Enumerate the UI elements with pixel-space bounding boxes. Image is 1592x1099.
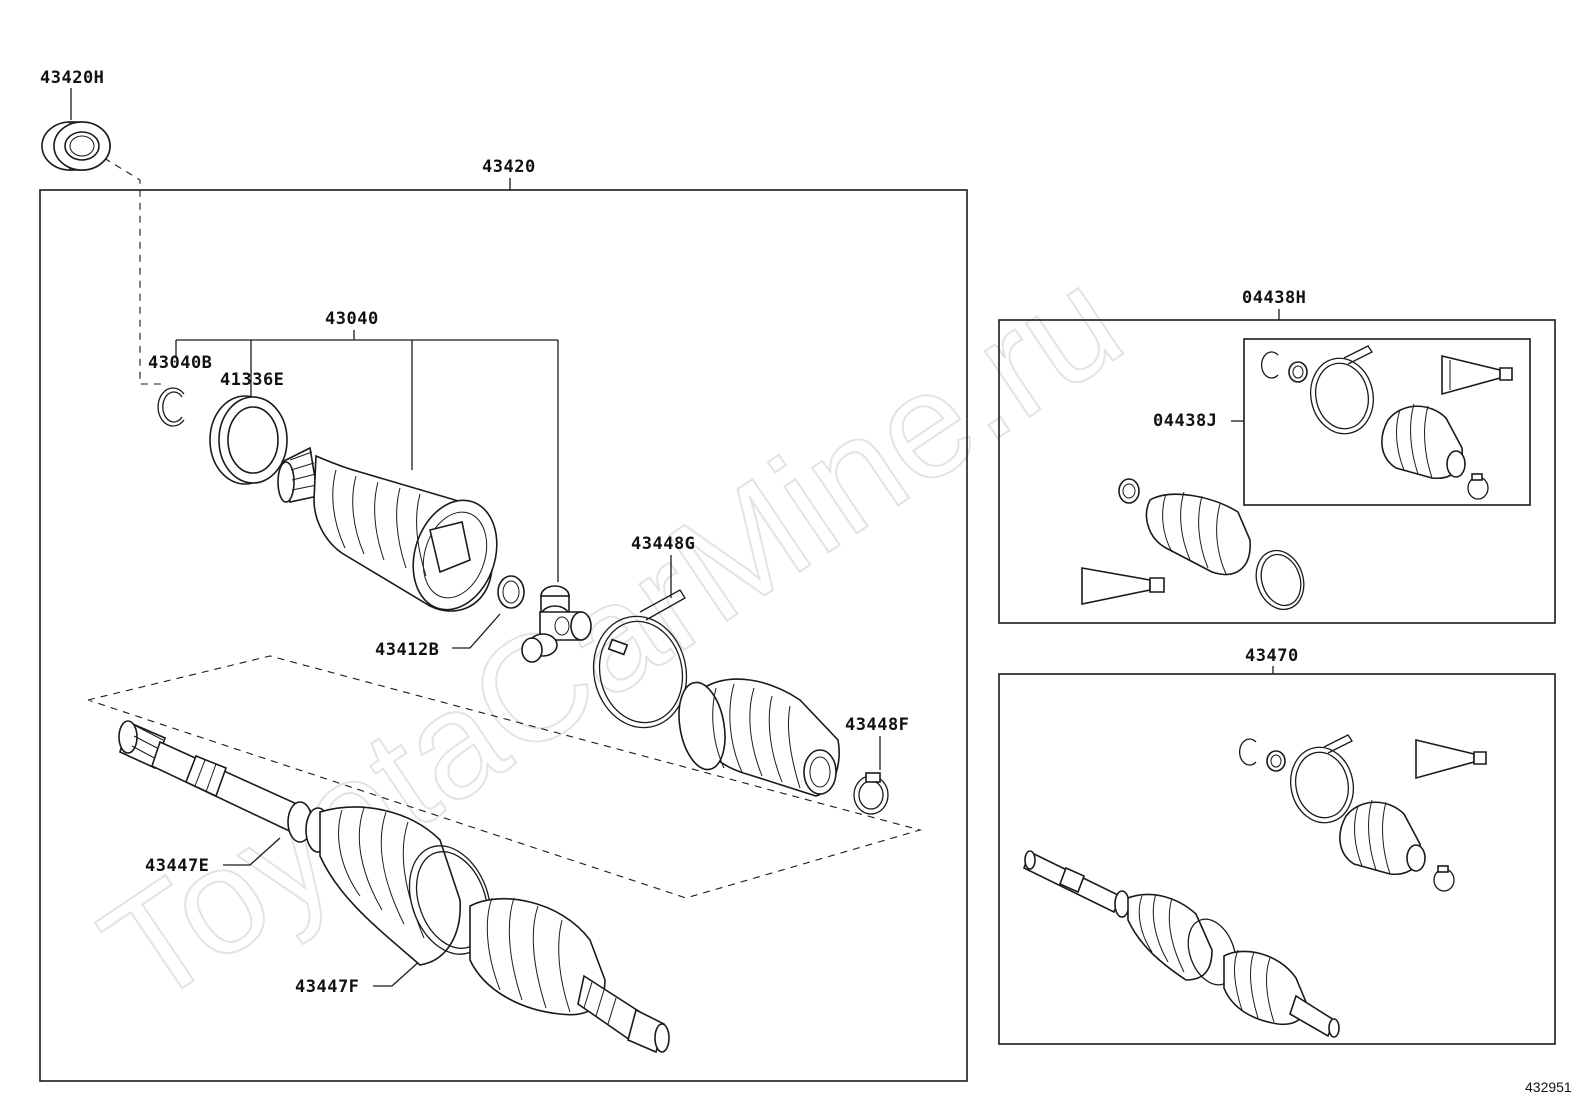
label-43040b[interactable]: 43040B (148, 353, 212, 373)
label-43420h[interactable]: 43420H (40, 68, 104, 88)
clamp-icon[interactable] (583, 589, 696, 736)
outboard-joint-icon[interactable] (277, 446, 510, 621)
leader-lines (70, 88, 1280, 987)
assembly-43470-contents[interactable] (1022, 734, 1487, 1038)
label-04438h[interactable]: 04438H (1242, 288, 1306, 308)
small-clamp-icon[interactable] (853, 772, 889, 815)
tripod-icon[interactable] (521, 585, 592, 663)
label-04438j[interactable]: 04438J (1153, 411, 1217, 431)
boot-icon[interactable] (673, 678, 840, 797)
label-41336e[interactable]: 41336E (220, 370, 284, 390)
watermark-text: ToyotaCarMine.ru (74, 235, 1149, 1036)
label-43448f[interactable]: 43448F (845, 715, 909, 735)
bearing-icon[interactable] (41, 121, 111, 171)
kit-box-04438h (998, 319, 1556, 624)
joint-snap-ring-icon[interactable] (497, 575, 525, 609)
label-43040[interactable]: 43040 (325, 309, 379, 329)
label-43470[interactable]: 43470 (1245, 646, 1299, 666)
assembly-box-43470 (998, 673, 1556, 1045)
label-43447f[interactable]: 43447F (295, 977, 359, 997)
label-43420[interactable]: 43420 (482, 157, 536, 177)
kit-contents[interactable] (1081, 345, 1513, 616)
label-43447e[interactable]: 43447E (145, 856, 209, 876)
kit-box-04438j (1243, 338, 1531, 506)
label-43448g[interactable]: 43448G (631, 534, 695, 554)
grease-tube-icon (1081, 567, 1151, 605)
assembly-box-43420 (39, 189, 968, 1082)
deflector-icon[interactable] (209, 395, 288, 485)
reference-number: 432951 (1525, 1079, 1572, 1095)
snap-ring-icon[interactable] (157, 387, 185, 427)
label-43412b[interactable]: 43412B (375, 640, 439, 660)
shaft-icon[interactable] (118, 720, 670, 1054)
